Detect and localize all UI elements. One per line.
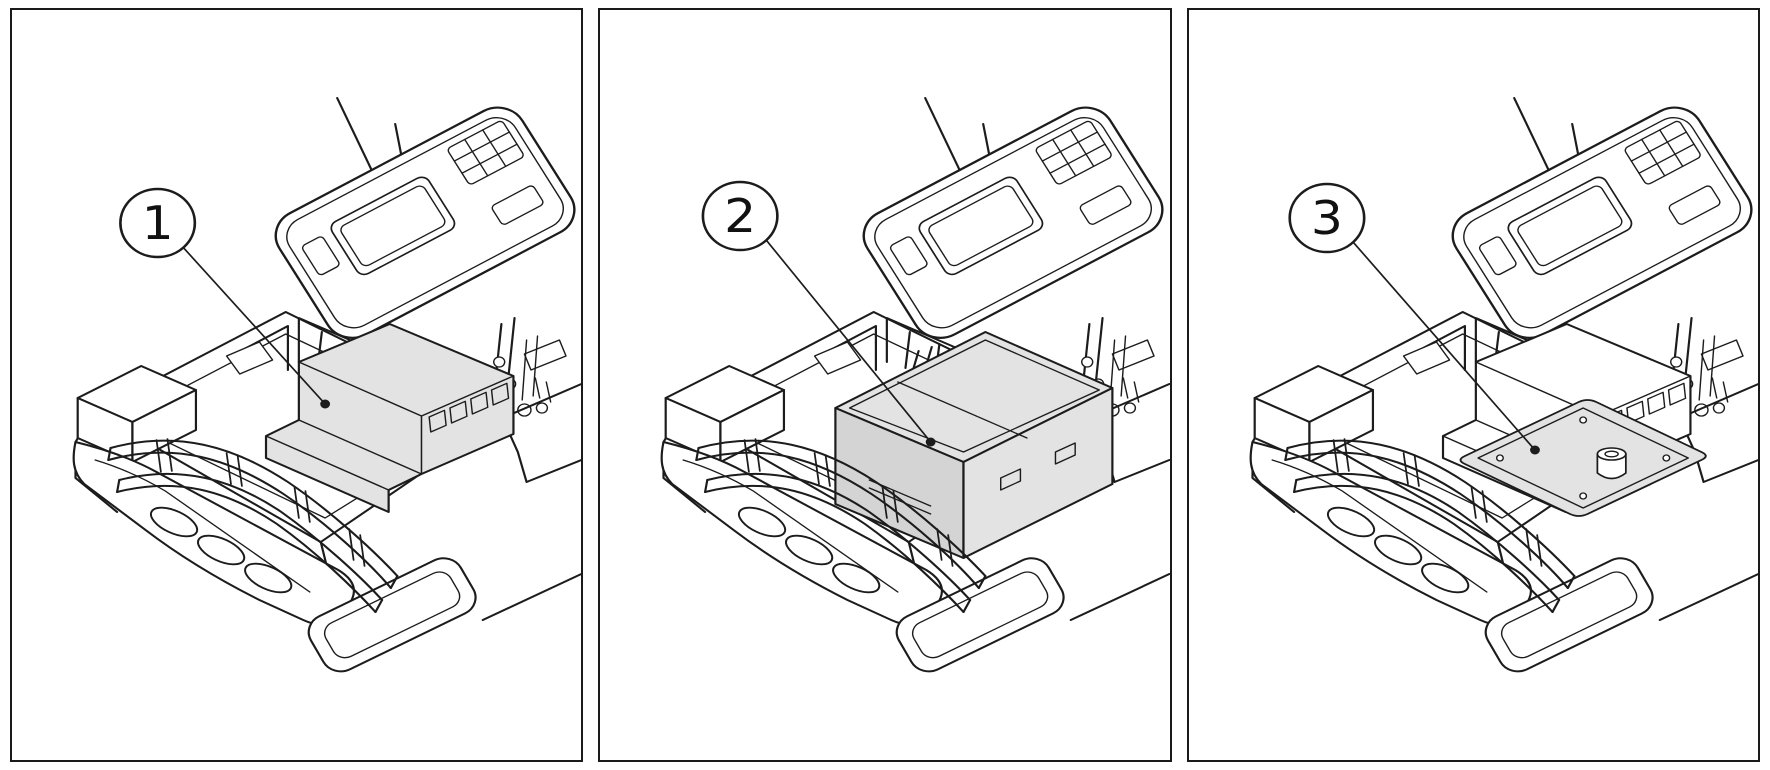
callout-number-1: 1 [142,197,174,250]
panel-step-1: 1 [10,8,584,762]
panel-step-3: 3 [1186,8,1760,762]
callout-number-2: 2 [724,190,756,243]
callout-number-3: 3 [1311,192,1343,245]
panel-step-2: 2 [598,8,1172,762]
callout-1: 1 [119,187,331,409]
callout-2: 2 [701,180,936,447]
figure-1: 1 [72,96,582,679]
component-1-rear-box [264,322,515,514]
callout-3: 3 [1288,182,1540,455]
figure-3: 3 [1249,96,1758,679]
figure-2: 2 [660,96,1170,679]
